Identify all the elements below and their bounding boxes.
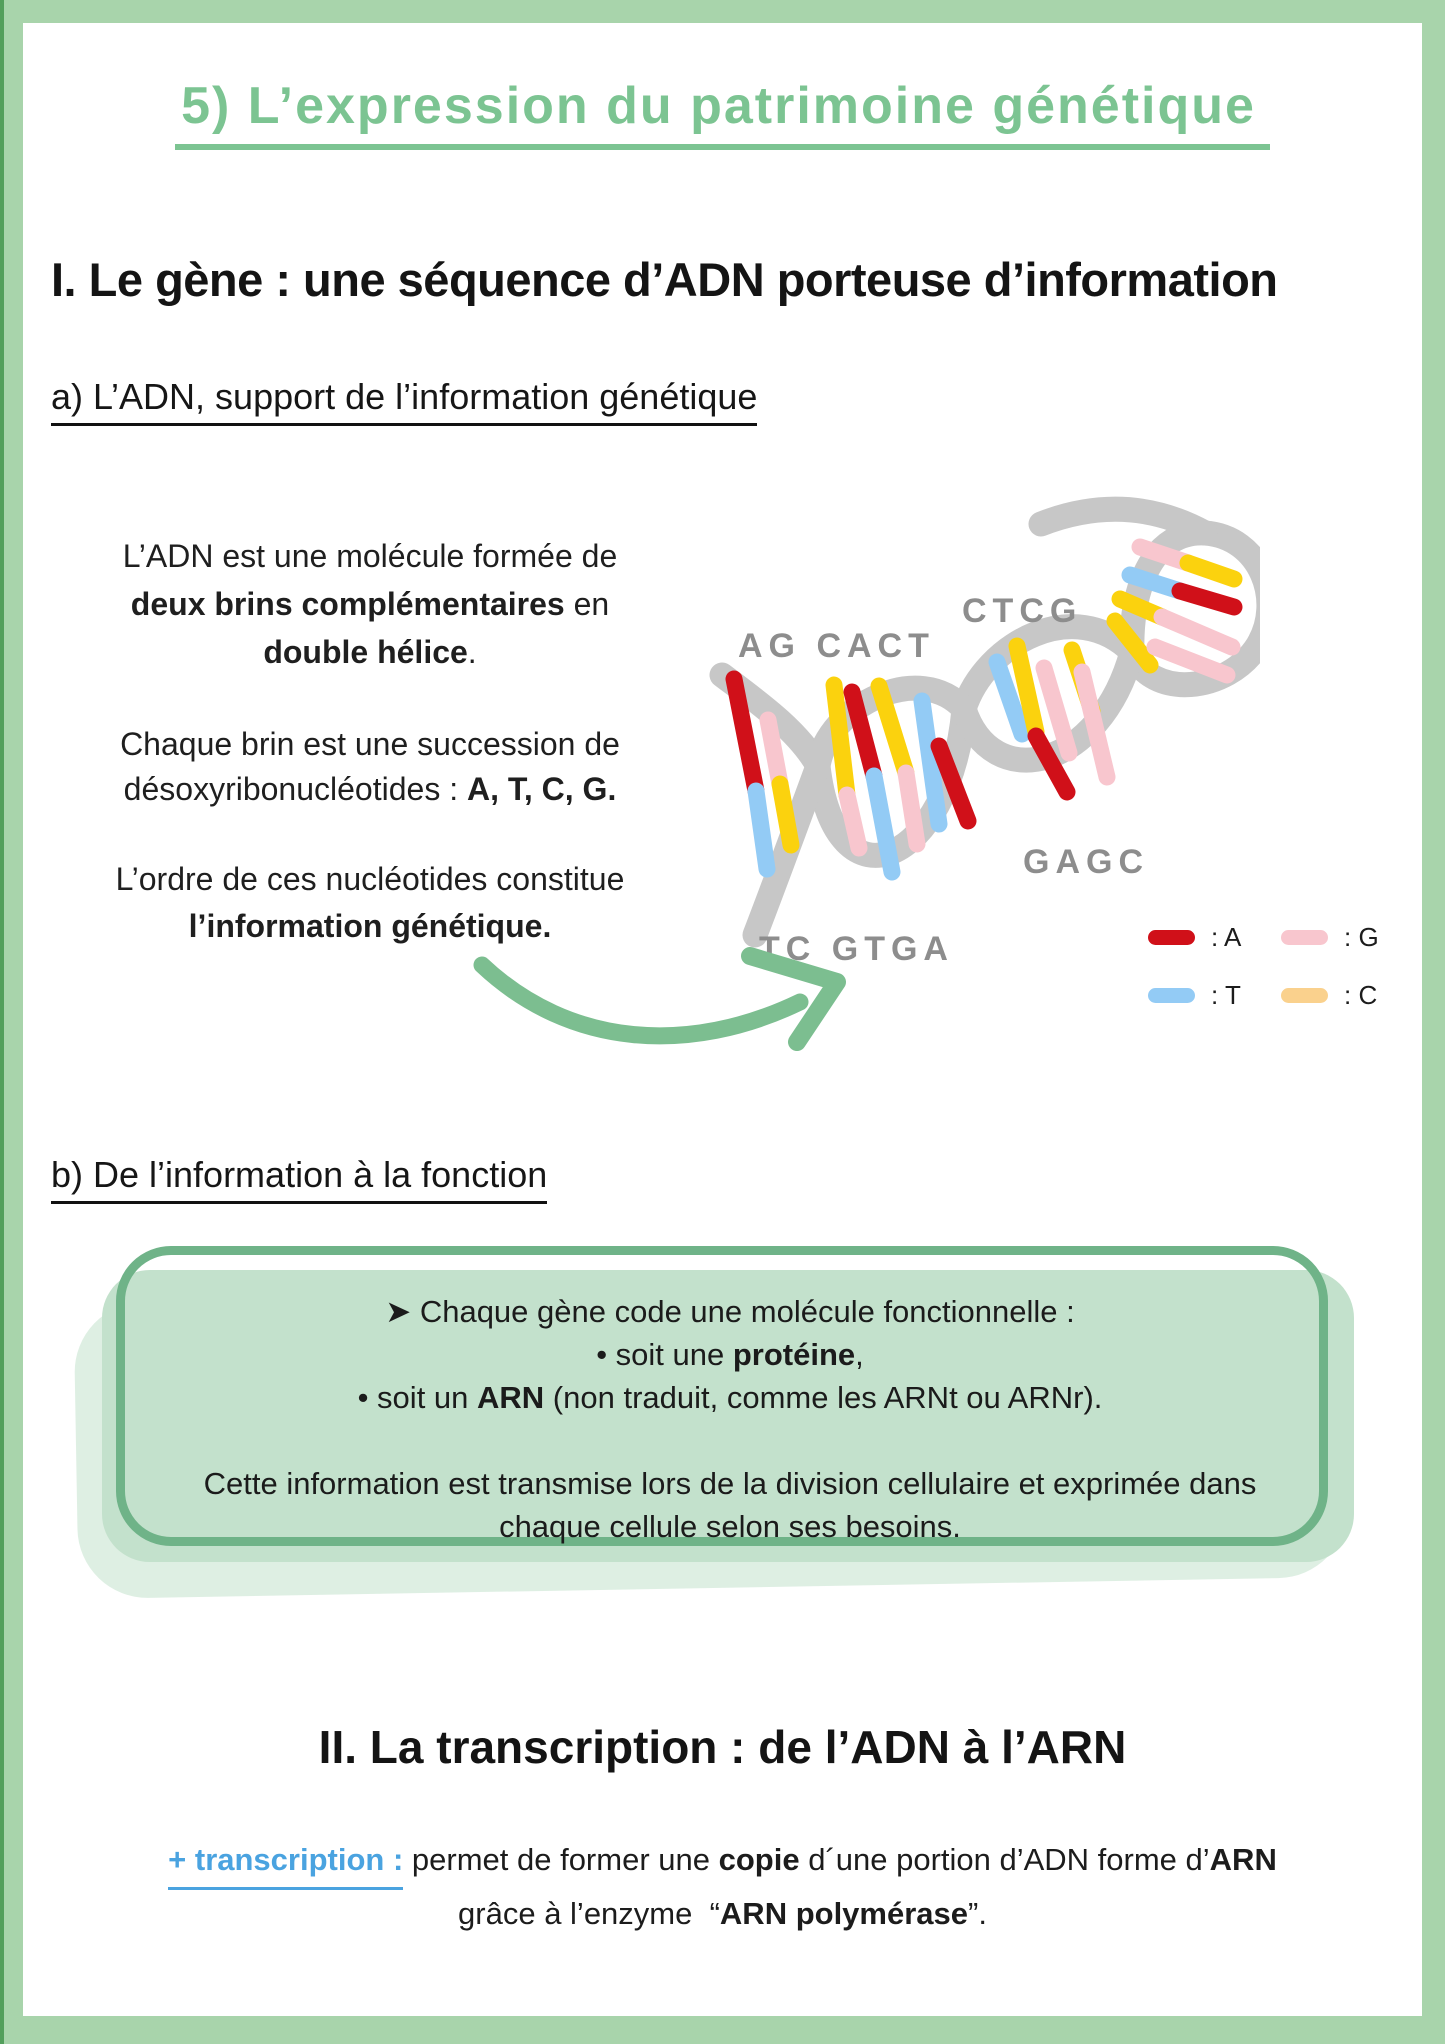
subsection-a-heading: a) L’ADN, support de l’information génét… <box>51 376 758 426</box>
info-box-outline <box>116 1246 1328 1546</box>
dna-base-pair-bars <box>725 538 1243 881</box>
page-title-text: 5) L’expression du patrimoine génétique <box>175 76 1270 150</box>
dna-strand-ribbons <box>709 496 1260 948</box>
legend-item-c: : C <box>1281 980 1420 1011</box>
legend-label-a: : A <box>1211 922 1242 952</box>
page-edge-strip <box>0 0 4 2044</box>
dna-paragraph-1: L’ADN est une molécule formée de deux br… <box>122 538 618 670</box>
legend-swatch-t <box>1148 988 1195 1003</box>
legend-item-a: : A <box>1148 922 1281 953</box>
page-sheet <box>23 23 1422 2016</box>
legend-item-g: : G <box>1281 922 1420 953</box>
info-box-text: ➤ Chaque gène code une molécule fonction… <box>104 1290 1356 1548</box>
info-box-line-2: • soit une protéine, <box>596 1337 864 1372</box>
legend-item-t: : T <box>1148 980 1281 1011</box>
sequence-label-top-right: CTCG <box>962 592 1082 630</box>
legend-label-c: : C <box>1344 980 1378 1010</box>
legend-label-t: : T <box>1211 980 1241 1010</box>
dna-paragraph-2: Chaque brin est une succession de désoxy… <box>120 726 620 807</box>
info-box-line-3: • soit un ARN (non traduit, comme les AR… <box>357 1380 1103 1415</box>
subsection-b-heading: b) De l’information à la fonction <box>51 1154 548 1204</box>
sequence-label-bottom-right: GAGC <box>1023 843 1149 881</box>
base-legend: : A : G : T : C <box>1148 922 1420 1011</box>
curved-arrow-icon <box>473 947 846 1051</box>
section-1-heading: I. Le gène : une séquence d’ADN porteuse… <box>51 253 1278 306</box>
info-box-fill <box>102 1270 1354 1562</box>
transcription-definition: + transcription : permet de former une c… <box>60 1836 1385 1938</box>
section-2-heading: II. La transcription : de l’ADN à l’ARN <box>318 1721 1127 1773</box>
page-title: 5) L’expression du patrimoine génétique <box>0 76 1445 150</box>
legend-label-g: : G <box>1344 922 1379 952</box>
info-box-line-4: Cette information est transmise lors de … <box>203 1466 1257 1501</box>
legend-swatch-a <box>1148 930 1195 945</box>
dna-paragraph-3: L’ordre de ces nucléotides constitue l’i… <box>115 861 625 944</box>
info-box-line-1: ➤ Chaque gène code une molécule fonction… <box>385 1294 1075 1329</box>
sequence-label-top-left: AG CACT <box>738 627 935 665</box>
legend-swatch-c <box>1281 988 1328 1003</box>
info-box-line-5: chaque cellule selon ses besoins. <box>499 1509 961 1544</box>
dna-helix-illustration: AG CACT CTCG GAGC TC GTGA <box>709 496 1260 968</box>
legend-swatch-g <box>1281 930 1328 945</box>
transcription-term: + transcription : <box>168 1842 404 1890</box>
